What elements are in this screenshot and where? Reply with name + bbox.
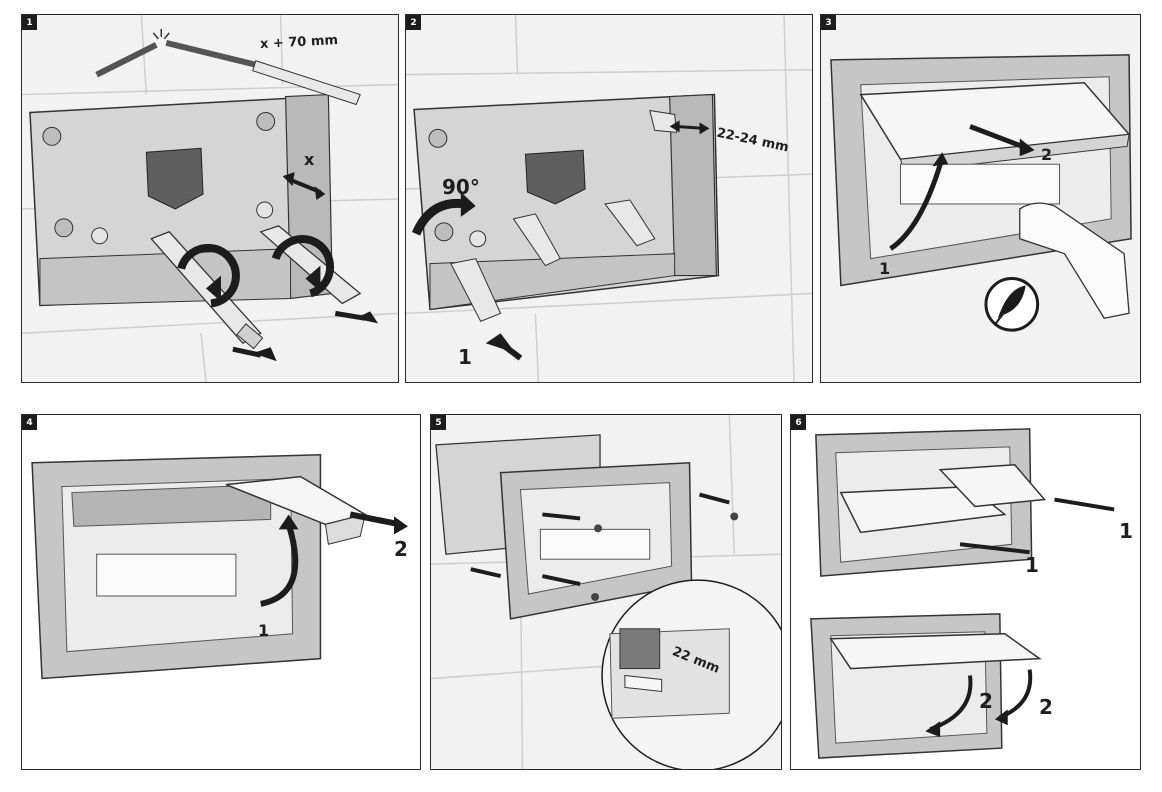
- step-number: 5: [431, 415, 446, 430]
- step-number: 1: [22, 15, 37, 30]
- step-arrow-number-2a: 2: [979, 689, 993, 713]
- step-5-illustration: [431, 415, 781, 769]
- flush-cover-fitted: [829, 633, 1042, 670]
- step-number: 6: [791, 415, 806, 430]
- step-arrow-number-1: 1: [258, 621, 270, 640]
- feather-icon: [984, 277, 1040, 332]
- flush-cover-large: [839, 485, 1007, 534]
- frame-bottom: [810, 613, 1042, 759]
- panel-step-5: 5 22 mm: [430, 414, 782, 770]
- step-number: 4: [22, 415, 37, 430]
- step-arrow-number-1a: 1: [1119, 519, 1133, 543]
- step-arrow-number-2b: 2: [1039, 695, 1053, 719]
- panel-step-6: 6 1 1 2 2: [790, 414, 1141, 770]
- step-arrow-number: 1: [458, 345, 472, 369]
- step-number: 2: [406, 15, 421, 30]
- flush-cover-small: [938, 463, 1047, 508]
- step-1-illustration: [22, 15, 398, 382]
- panel-step-4: 4 1 2: [21, 414, 421, 770]
- spacer-block: [624, 674, 663, 692]
- panel-step-3: 3 1 2: [820, 14, 1141, 383]
- anchor-bolt-left: [150, 231, 264, 350]
- threaded-rod: [95, 39, 361, 106]
- step-arrow-number-2: 2: [394, 537, 408, 561]
- step-arrow-number-1: 1: [879, 259, 891, 278]
- panel-step-2: 2 90° 22-24 mm 1: [405, 14, 813, 383]
- step-3-illustration: [830, 54, 1132, 332]
- step-arrow-number-1b: 1: [1025, 553, 1039, 577]
- step-4-illustration: [31, 454, 408, 680]
- angle-label: 90°: [442, 175, 480, 199]
- anchor-bolt: [450, 258, 502, 322]
- step-2-illustration: [406, 15, 812, 382]
- hand: [1019, 202, 1130, 319]
- step-number: 3: [821, 15, 836, 30]
- detail-callout: [601, 579, 781, 769]
- frame-top: [815, 428, 1047, 577]
- step-6-illustration: [810, 428, 1115, 759]
- step-arrow-number-2: 2: [1041, 145, 1053, 164]
- panel-step-1: 1 x + 70 mm: [21, 14, 399, 383]
- x-label: x: [304, 150, 315, 169]
